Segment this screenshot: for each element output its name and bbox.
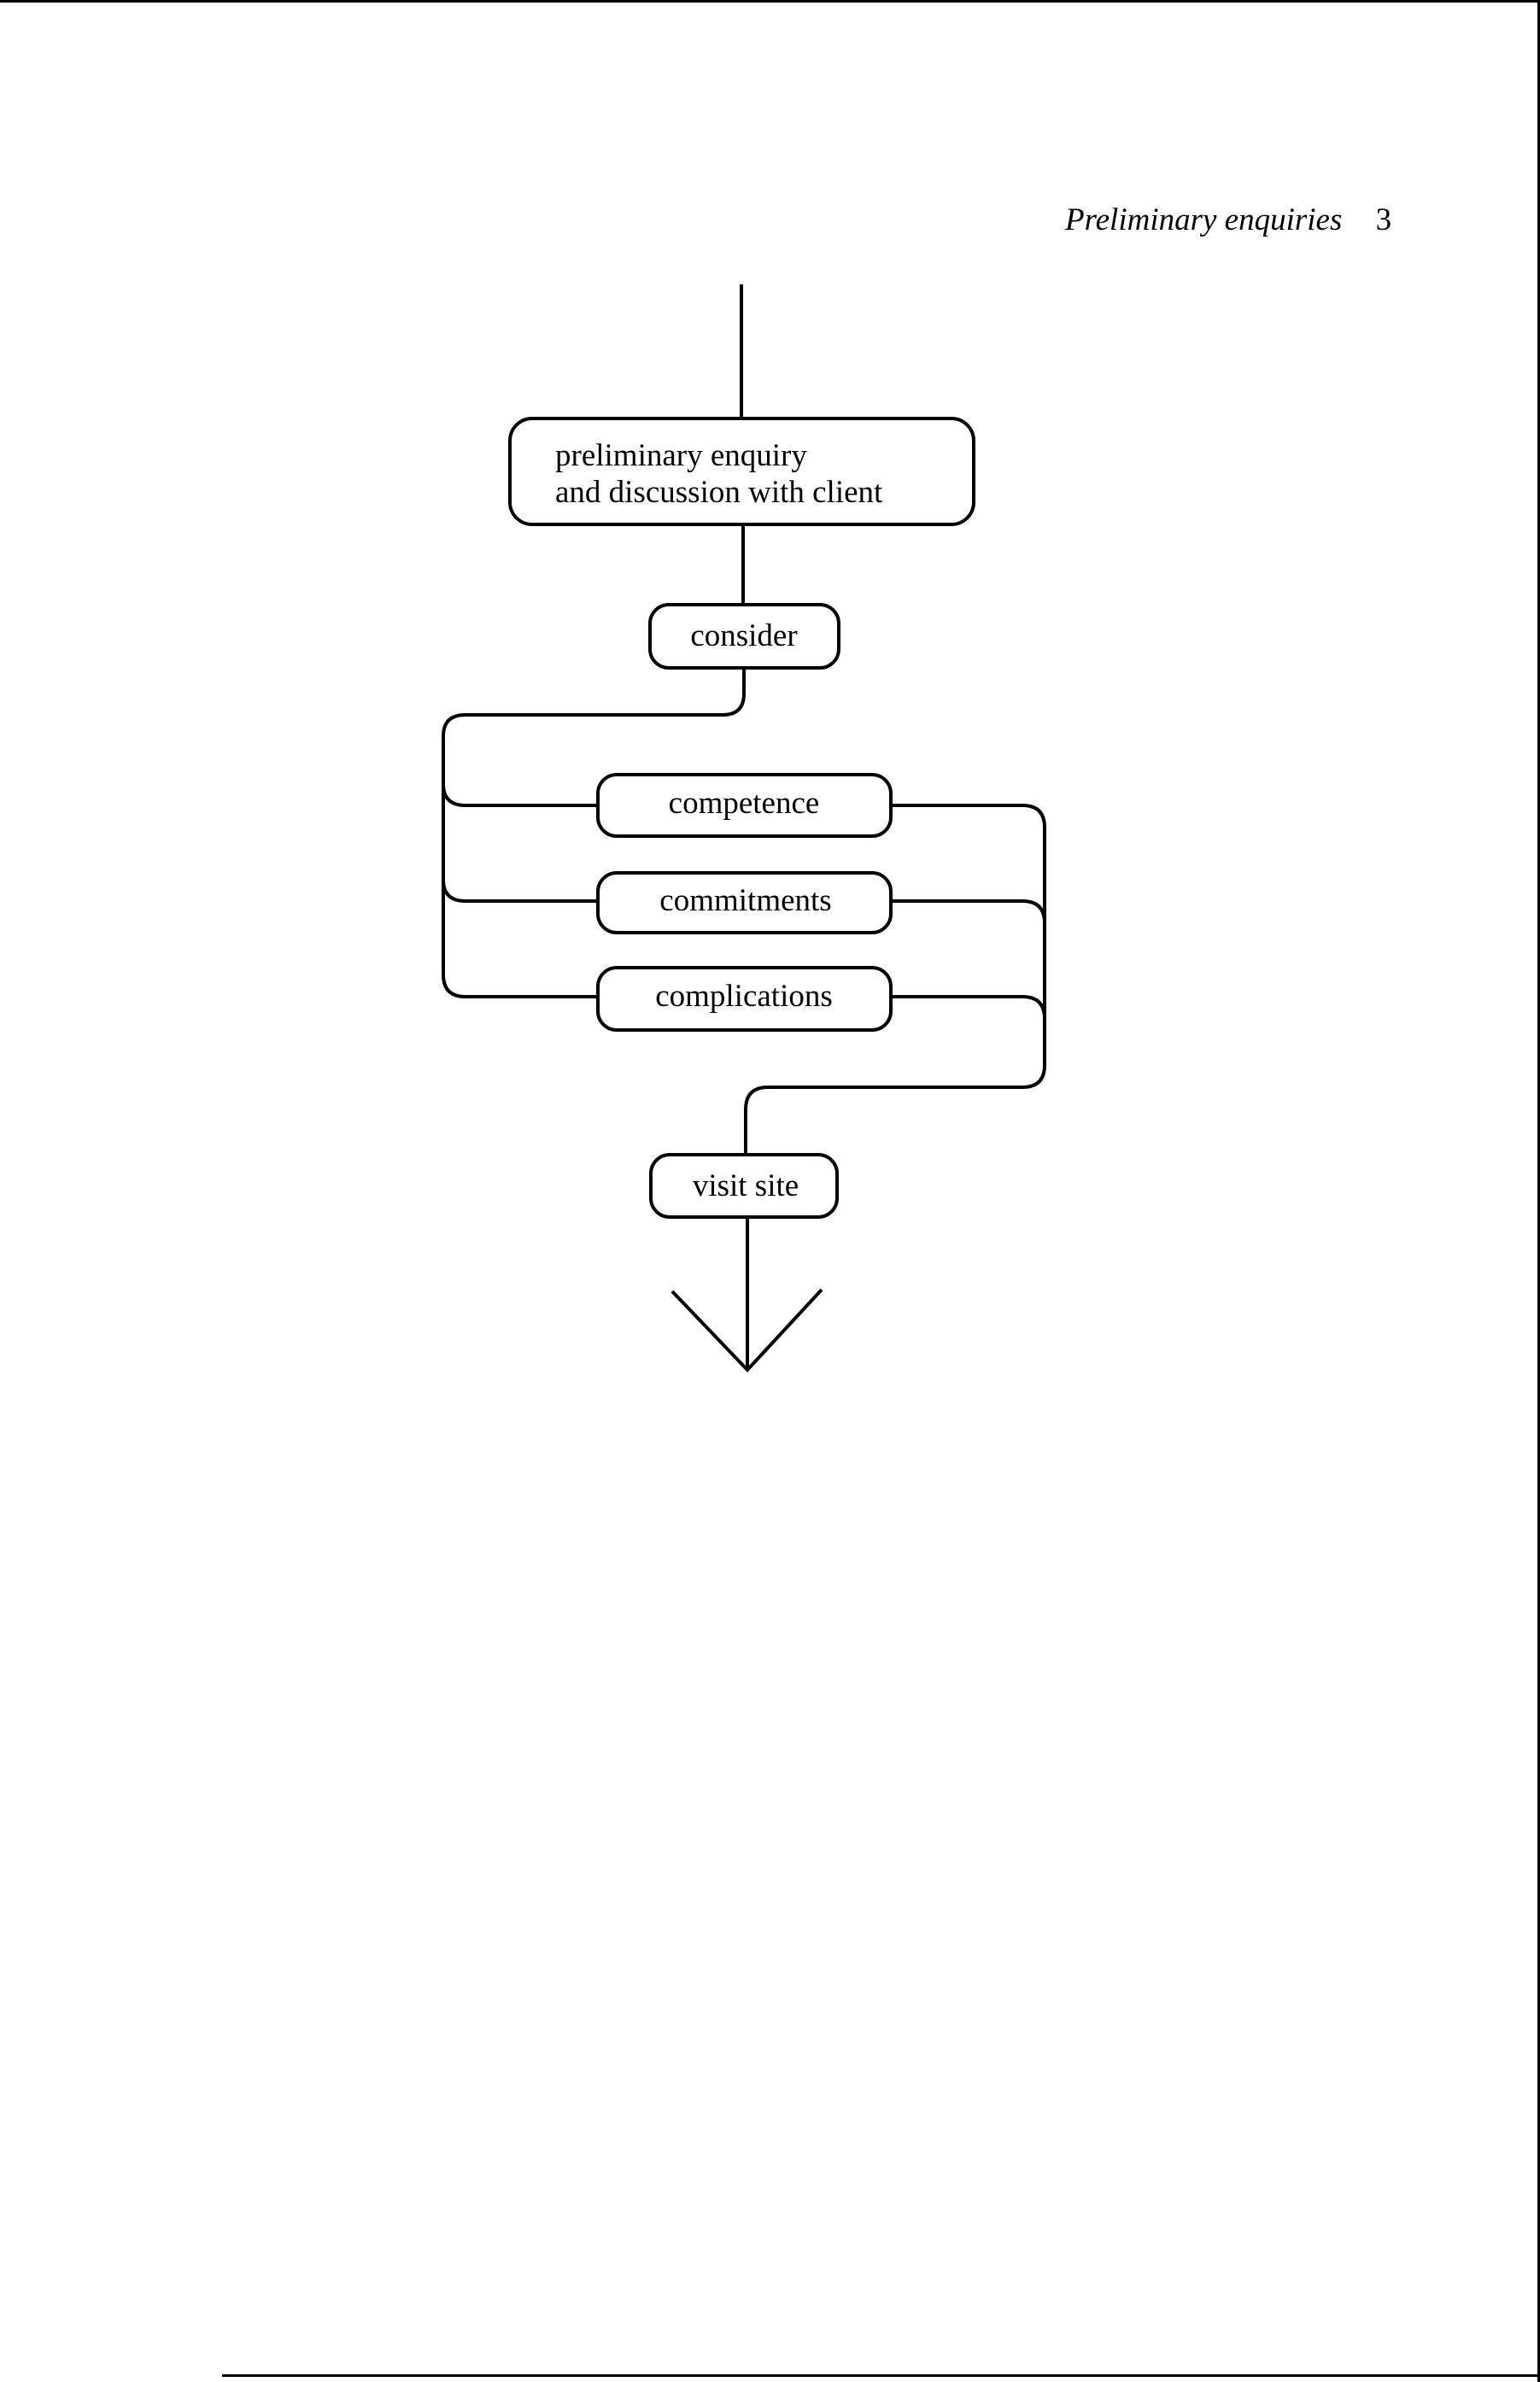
connector-left-competence (442, 783, 651, 807)
node-label-line1: preliminary enquiry (555, 438, 807, 473)
node-label: consider (690, 618, 797, 653)
node-competence: competence (596, 773, 893, 838)
node-consider: consider (648, 603, 840, 670)
connector-right-complications (888, 995, 1046, 1020)
connector-left-commitments (442, 879, 651, 903)
node-label: complications (655, 979, 833, 1014)
connector-split (442, 668, 746, 998)
node-complications: complications (596, 966, 893, 1032)
node-label: visit site (693, 1168, 799, 1203)
node-label-line2: and discussion with client (555, 475, 883, 510)
scan-edge-top (0, 0, 1540, 3)
running-head: Preliminary enquiries 3 (1065, 202, 1391, 238)
scan-edge-right (1537, 0, 1540, 2382)
node-commitments: commitments (596, 871, 893, 934)
connector-right-commitments (888, 899, 1046, 924)
node-visit-site: visit site (649, 1153, 839, 1219)
scan-edge-bottom (222, 2374, 1540, 2377)
node-preliminary-enquiry: preliminary enquiry and discussion with … (508, 417, 975, 526)
node-label: competence (669, 786, 820, 821)
exit-arrow (670, 1217, 823, 1372)
page-number: 3 (1375, 202, 1392, 237)
node-label: commitments (659, 883, 831, 918)
chapter-title: Preliminary enquiries (1065, 202, 1343, 237)
connector-merge (744, 804, 1046, 1155)
